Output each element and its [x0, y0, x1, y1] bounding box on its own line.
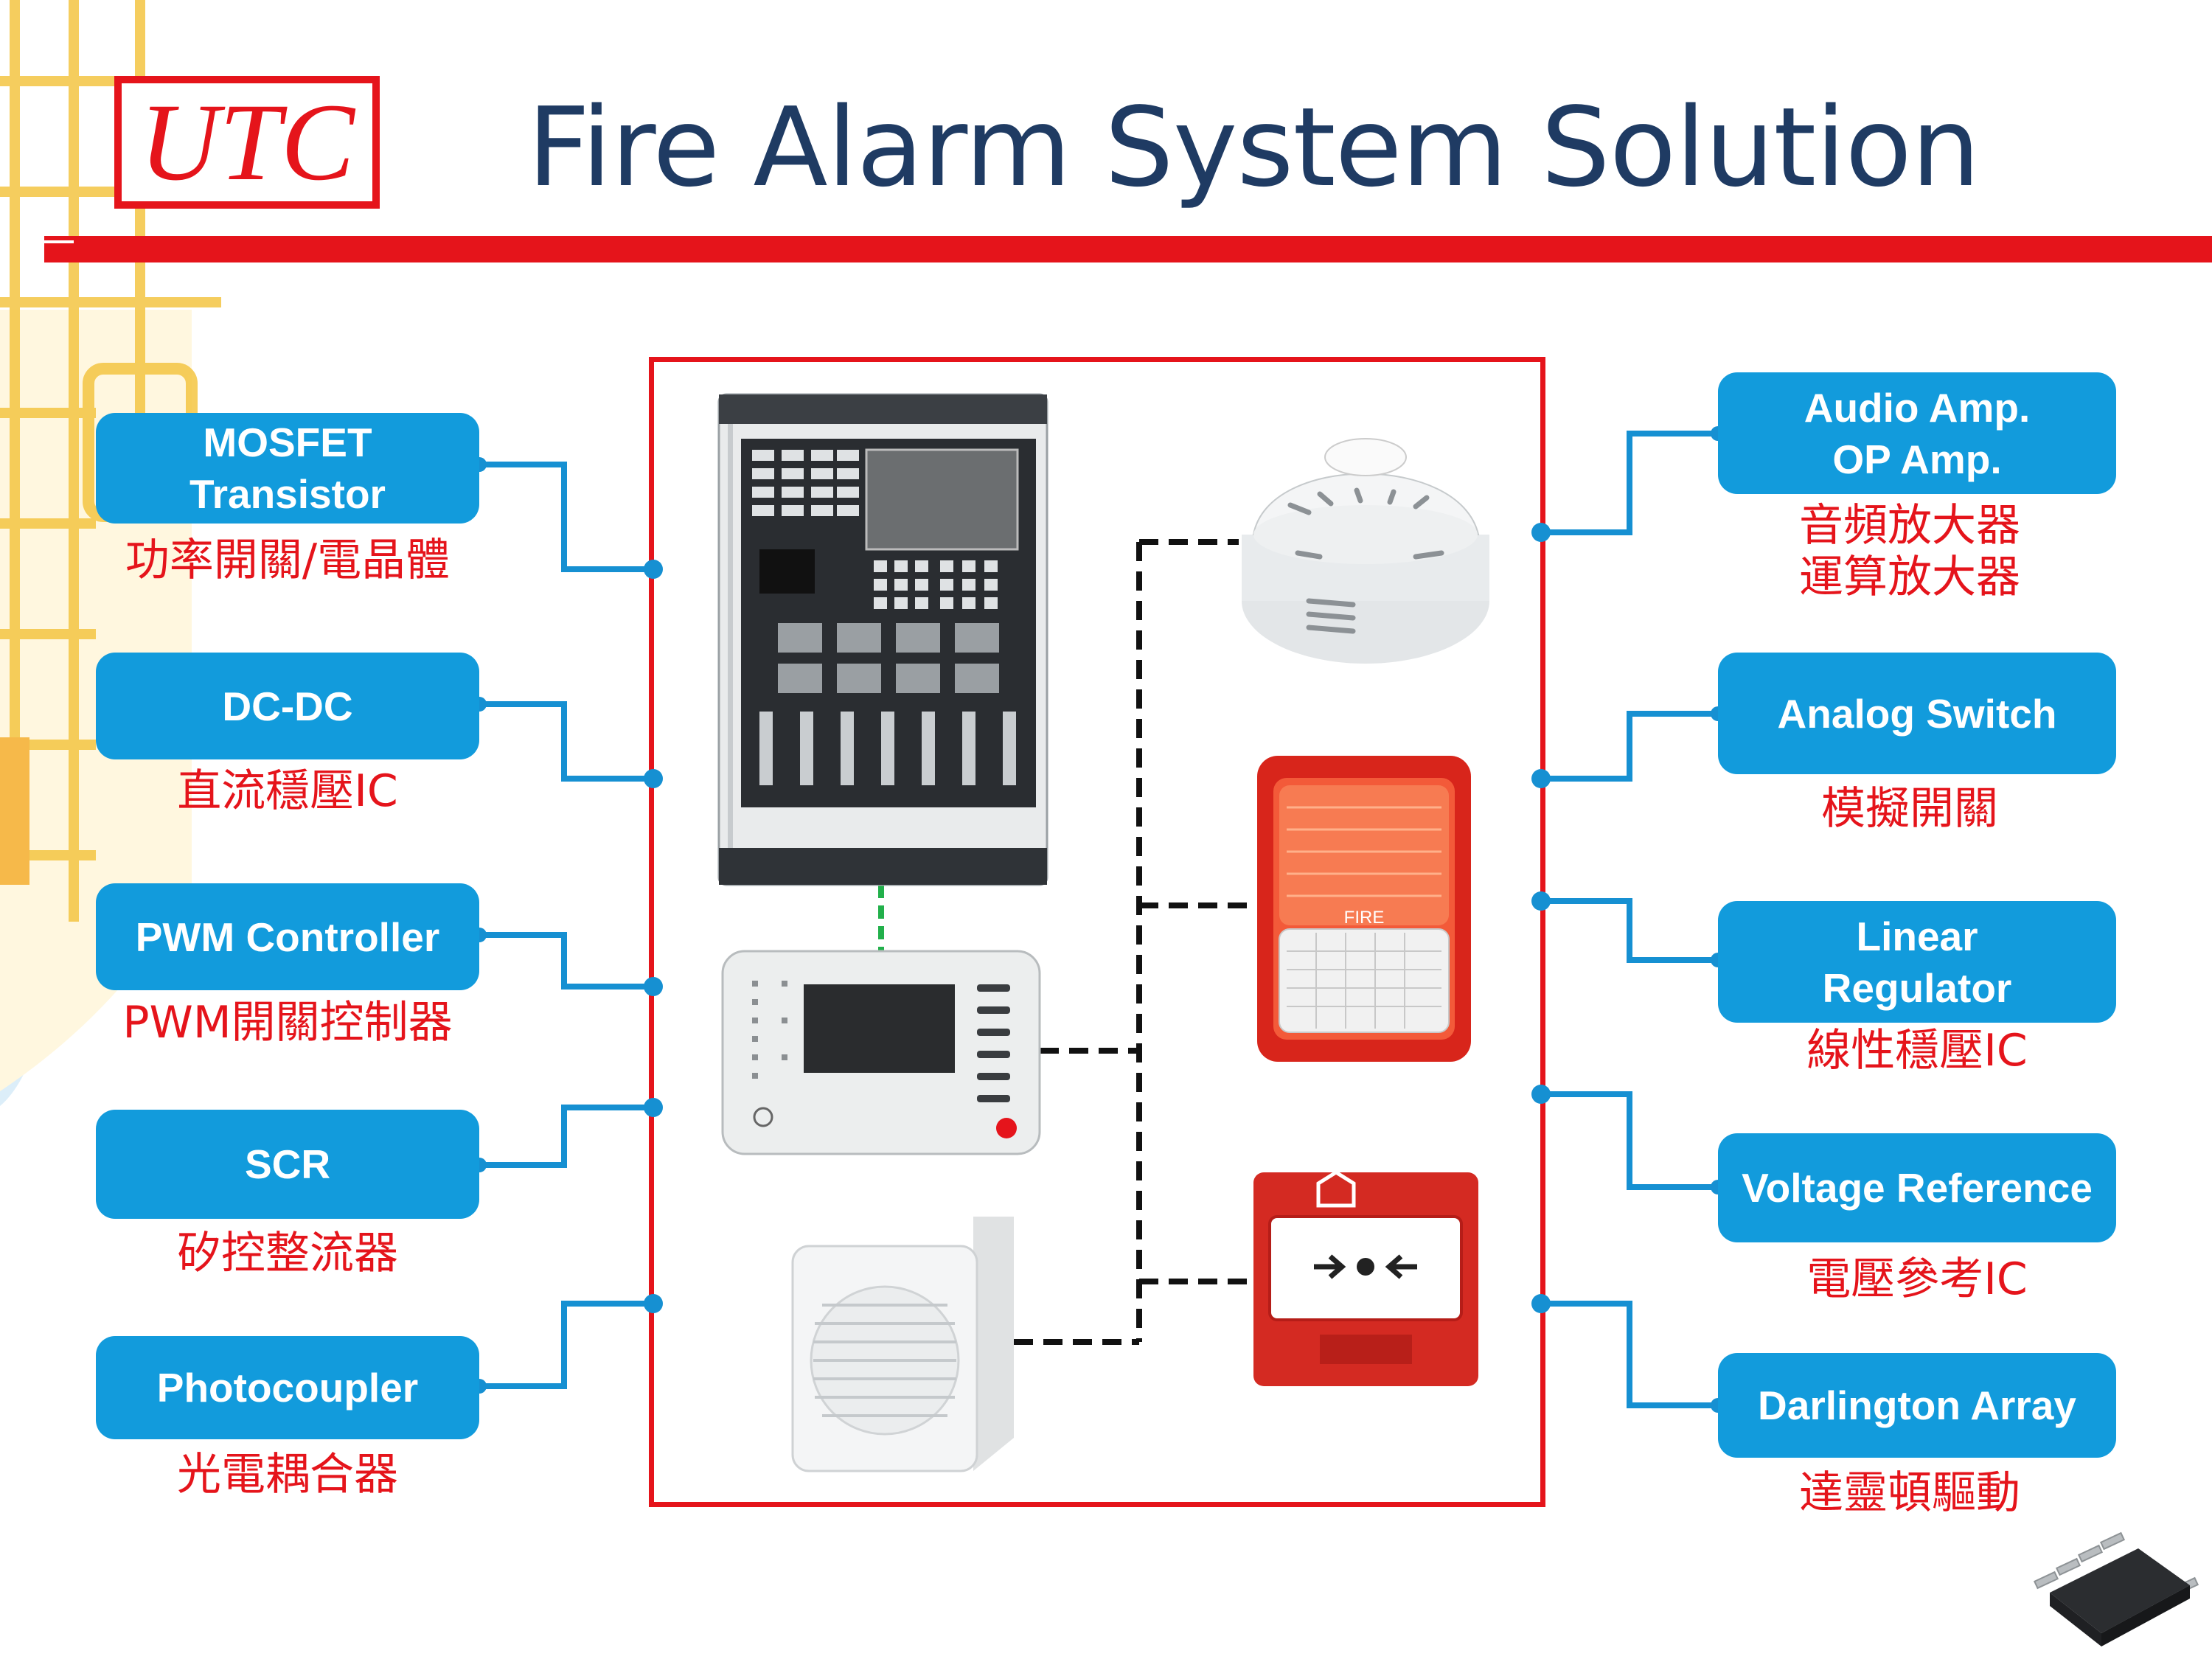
logo-frame: [114, 76, 380, 209]
connector-right-1: [1541, 431, 1718, 535]
header-divider: [44, 236, 2212, 262]
connector-left-2: [479, 701, 653, 782]
darlington-array-button[interactable]: Darlington Array: [1718, 1353, 2116, 1458]
photocoupler-cn-label: 光電耦合器: [177, 1449, 398, 1500]
repeater-panel-device: [721, 950, 1041, 1155]
pwm-controller-cn-label: PWM開關控制器: [122, 997, 453, 1048]
linear-regulator-cn-label: 線性穩壓IC: [1806, 1025, 2028, 1077]
speaker-device: [791, 1217, 1014, 1472]
analog-switch-button[interactable]: Analog Switch: [1718, 653, 2116, 774]
audio-op-amp-cn-label: 音頻放大器 運算放大器: [1799, 500, 2020, 603]
control-panel-device: [717, 393, 1048, 886]
connector-left-1: [479, 462, 653, 572]
utc-logo: UTC: [139, 81, 355, 204]
manual-call-point-device: [1253, 1170, 1478, 1386]
smoke-detector-device: [1242, 438, 1489, 664]
voltage-reference-button[interactable]: Voltage Reference: [1718, 1133, 2116, 1242]
system-frame: [649, 357, 1545, 1507]
connector-left-3: [479, 932, 653, 990]
connector-right-2: [1541, 711, 1718, 782]
connector-right-4: [1541, 1091, 1718, 1190]
linear-regulator-button[interactable]: Linear Regulator: [1718, 901, 2116, 1023]
header-divider-notch: [44, 240, 74, 243]
analog-switch-cn-label: 模擬開關: [1821, 783, 1998, 835]
dc-dc-button[interactable]: DC-DC: [96, 653, 479, 759]
audio-op-amp-button[interactable]: Audio Amp. OP Amp.: [1718, 372, 2116, 494]
page-title: Fire Alarm System Solution: [527, 84, 1980, 211]
pwm-controller-button[interactable]: PWM Controller: [96, 883, 479, 990]
voltage-reference-cn-label: 電壓參考IC: [1806, 1253, 2028, 1305]
connector-right-5: [1541, 1301, 1718, 1408]
dc-dc-cn-label: 直流穩壓IC: [177, 765, 398, 817]
strobe-fire-label: FIRE: [1343, 908, 1385, 928]
connector-right-3: [1541, 898, 1718, 963]
ic-chip-icon: [2033, 1531, 2199, 1646]
strobe-sounder-device: [1257, 756, 1471, 1062]
mosfet-transistor-button[interactable]: MOSFET Transistor: [96, 413, 479, 524]
photocoupler-button[interactable]: Photocoupler: [96, 1336, 479, 1439]
connector-left-5: [479, 1301, 653, 1389]
connector-left-4: [479, 1105, 653, 1168]
scr-button[interactable]: SCR: [96, 1110, 479, 1219]
scr-cn-label: 矽控整流器: [177, 1228, 398, 1279]
mosfet-transistor-cn-label: 功率開關/電晶體: [125, 535, 451, 586]
darlington-array-cn-label: 達靈頓驅動: [1799, 1467, 2020, 1519]
